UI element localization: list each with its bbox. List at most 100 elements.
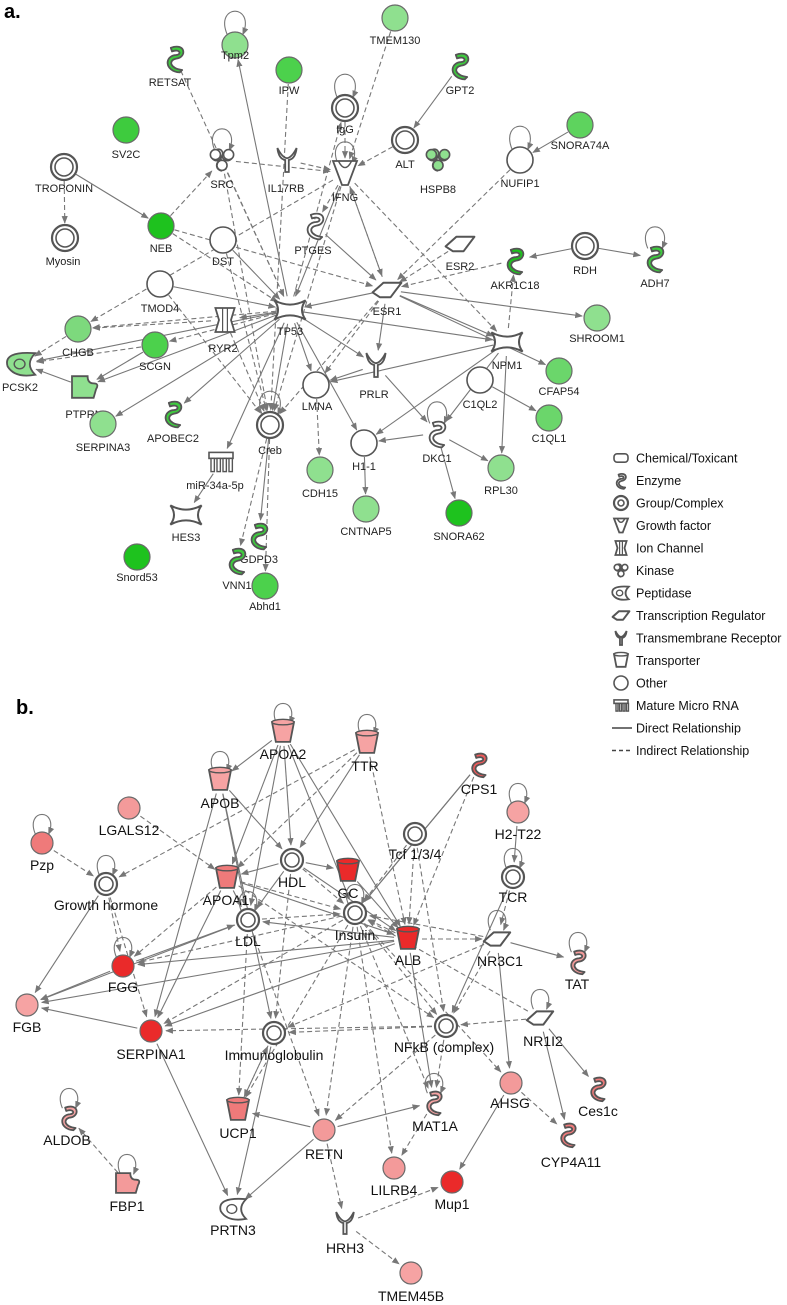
relationship-edge bbox=[293, 121, 343, 297]
node-creb[interactable]: Creb bbox=[255, 390, 285, 457]
node-tp53[interactable]: TP53 bbox=[273, 299, 307, 338]
node-nr3c1[interactable]: NR3C1 bbox=[477, 909, 523, 969]
node-alt[interactable]: ALT bbox=[390, 125, 420, 171]
node-ldl[interactable]: LDL bbox=[235, 890, 261, 949]
node-snord53[interactable]: Snord53 bbox=[116, 543, 158, 584]
node-cdh15[interactable]: CDH15 bbox=[302, 456, 338, 500]
node-fgb[interactable]: FGB bbox=[13, 993, 42, 1035]
node-snora62[interactable]: SNORA62 bbox=[433, 499, 485, 543]
node-sv2c[interactable]: SV2C bbox=[112, 116, 141, 161]
node-abhd1[interactable]: Abhd1 bbox=[249, 572, 281, 613]
node-gpt2[interactable]: GPT2 bbox=[446, 52, 475, 97]
node-retn[interactable]: RETN bbox=[305, 1118, 343, 1162]
node-gdpd3[interactable]: GDPD3 bbox=[240, 522, 278, 566]
node-tmem45b[interactable]: TMEM45B bbox=[378, 1261, 444, 1304]
node-apob[interactable]: APOB bbox=[201, 750, 240, 811]
node-igg[interactable]: IgG bbox=[330, 73, 360, 136]
node-rdh[interactable]: RDH bbox=[570, 231, 600, 277]
enzyme-node-icon bbox=[306, 212, 325, 241]
node-pzp[interactable]: Pzp bbox=[30, 813, 54, 873]
node-neb[interactable]: NEB bbox=[147, 212, 175, 255]
node-growth[interactable]: Growth hormone bbox=[54, 854, 158, 913]
relationship-edge bbox=[262, 919, 395, 938]
node-dkc1[interactable]: DKC1 bbox=[422, 401, 452, 465]
node-akr1c18[interactable]: AKR1C18 bbox=[491, 247, 540, 292]
circle-node-icon bbox=[445, 499, 473, 527]
node-mir34a[interactable]: miR-34a-5p bbox=[186, 451, 244, 492]
node-immuno[interactable]: Immunoglobulin bbox=[225, 1020, 324, 1063]
node-ttr[interactable]: TTR bbox=[351, 713, 380, 774]
node-nufip1[interactable]: NUFIP1 bbox=[500, 125, 540, 190]
node-fbp1[interactable]: FBP1 bbox=[109, 1153, 145, 1214]
node-prtn3[interactable]: PRTN3 bbox=[210, 1197, 256, 1238]
node-gc[interactable]: GC bbox=[335, 857, 361, 901]
node-tat[interactable]: TAT bbox=[565, 931, 591, 992]
node-nr1i2[interactable]: NR1I2 bbox=[523, 988, 563, 1049]
node-mup1[interactable]: Mup1 bbox=[434, 1170, 470, 1212]
node-h2t22[interactable]: H2-T22 bbox=[495, 782, 542, 842]
node-lmna[interactable]: LMNA bbox=[302, 371, 333, 413]
node-serpina3[interactable]: SERPINA3 bbox=[76, 410, 130, 454]
node-hdl[interactable]: HDL bbox=[278, 847, 306, 890]
node-alb[interactable]: ALB bbox=[395, 925, 421, 968]
node-hes3[interactable]: HES3 bbox=[169, 504, 203, 544]
node-esr1[interactable]: ESR1 bbox=[371, 281, 403, 318]
node-vnn1[interactable]: VNN1 bbox=[222, 547, 252, 592]
node-il17rb[interactable]: IL17RB bbox=[268, 147, 305, 195]
node-myosin[interactable]: Myosin bbox=[46, 223, 81, 268]
node-tpm2[interactable]: Tpm2 bbox=[221, 10, 249, 62]
relationship-edge bbox=[248, 745, 281, 907]
relationship-edge bbox=[324, 300, 380, 374]
node-lgals12[interactable]: LGALS12 bbox=[99, 796, 160, 838]
node-aldob[interactable]: ALDOB bbox=[43, 1087, 91, 1148]
node-cntnap5[interactable]: CNTNAP5 bbox=[340, 495, 392, 538]
node-dst[interactable]: DST bbox=[209, 226, 237, 268]
node-tmem130[interactable]: TMEM130 bbox=[370, 4, 421, 47]
node-serpina1[interactable]: SERPINA1 bbox=[116, 1019, 186, 1062]
node-cyp4a11[interactable]: CYP4A11 bbox=[541, 1122, 602, 1170]
node-apobec2[interactable]: APOBEC2 bbox=[147, 400, 199, 445]
node-lilrb4[interactable]: LILRB4 bbox=[371, 1156, 418, 1198]
node-hspb8[interactable]: HSPB8 bbox=[420, 148, 456, 196]
node-c1ql1[interactable]: C1QL1 bbox=[532, 404, 567, 445]
node-apoa1[interactable]: APOA1 bbox=[203, 864, 250, 908]
node-tcf134[interactable]: Tcf 1/3/4 bbox=[389, 821, 442, 862]
node-retsat[interactable]: RETSAT bbox=[149, 45, 192, 89]
node-ipw[interactable]: IPW bbox=[275, 56, 303, 97]
node-fgg[interactable]: FGG bbox=[108, 936, 138, 995]
node-snora74a[interactable]: SNORA74A bbox=[551, 111, 610, 152]
node-tmod4[interactable]: TMOD4 bbox=[141, 270, 180, 315]
node-src[interactable]: SRC bbox=[209, 128, 235, 191]
node-shroom1[interactable]: SHROOM1 bbox=[569, 304, 625, 345]
node-troponin[interactable]: TROPONIN bbox=[35, 152, 93, 195]
node-h11[interactable]: H1-1 bbox=[350, 429, 378, 473]
node-mat1a[interactable]: MAT1A bbox=[412, 1072, 458, 1134]
node-label: Insulin bbox=[335, 927, 375, 943]
enzyme-node-icon bbox=[166, 45, 185, 74]
circle-node-icon bbox=[15, 993, 39, 1017]
node-cps1[interactable]: CPS1 bbox=[461, 752, 498, 797]
node-prlr[interactable]: PRLR bbox=[359, 352, 389, 401]
node-chgb[interactable]: CHGB bbox=[62, 315, 94, 359]
node-npm1[interactable]: NPM1 bbox=[490, 331, 524, 372]
node-apoa2[interactable]: APOA2 bbox=[260, 702, 307, 762]
node-pcsk2[interactable]: PCSK2 bbox=[2, 351, 38, 394]
node-ryr2[interactable]: RYR2 bbox=[208, 307, 238, 355]
node-tcr[interactable]: TCR bbox=[499, 847, 528, 905]
node-rpl30[interactable]: RPL30 bbox=[484, 454, 518, 497]
node-ptges[interactable]: PTGES bbox=[294, 212, 332, 257]
node-nfkb[interactable]: NFkB (complex) bbox=[394, 1013, 494, 1055]
node-insulin[interactable]: Insulin bbox=[335, 883, 375, 943]
node-cfap54[interactable]: CFAP54 bbox=[539, 357, 580, 398]
node-c1ql2[interactable]: C1QL2 bbox=[463, 366, 498, 411]
tf-node-icon bbox=[490, 331, 524, 353]
node-ucp1[interactable]: UCP1 bbox=[219, 1096, 257, 1141]
node-esr2[interactable]: ESR2 bbox=[444, 235, 476, 273]
relationship-edge bbox=[235, 160, 331, 174]
node-scgn[interactable]: SCGN bbox=[139, 331, 171, 373]
node-adh7[interactable]: ADH7 bbox=[640, 226, 670, 290]
node-ces1c[interactable]: Ces1c bbox=[578, 1076, 618, 1119]
node-hrh3[interactable]: HRH3 bbox=[326, 1211, 364, 1256]
node-ifng[interactable]: IFNG bbox=[331, 141, 359, 204]
node-ahsg[interactable]: AHSG bbox=[490, 1071, 530, 1111]
